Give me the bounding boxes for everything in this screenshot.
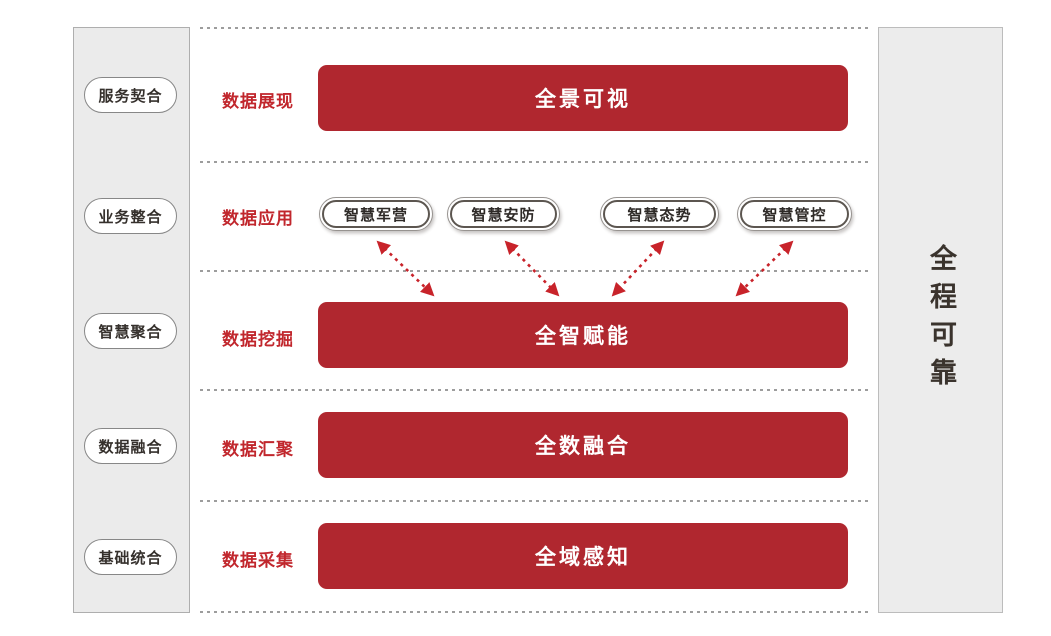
left-sidebar-pill-5: 基础统合 (84, 539, 177, 575)
separator-dotline-3 (200, 270, 868, 272)
left-sidebar-pill-4: 数据融合 (84, 428, 177, 464)
app-pill-smart-security-label: 智慧安防 (450, 200, 557, 228)
bar-full-intelligence-enablement: 全智赋能 (318, 302, 848, 368)
left-sidebar-pill-2: 业务整合 (84, 198, 177, 234)
separator-dotline-5 (200, 500, 868, 502)
app-pill-smart-security: 智慧安防 (447, 197, 560, 231)
arrow-connector-1 (376, 240, 435, 297)
row-label-data-mining: 数据挖掘 (222, 330, 294, 349)
app-pill-smart-barracks-label: 智慧军营 (322, 200, 430, 228)
separator-dotline-2 (200, 161, 868, 163)
row-label-data-collection: 数据采集 (222, 551, 294, 570)
right-sidebar-vertical-title: 全程可靠 (926, 244, 956, 396)
left-sidebar-pill-3: 智慧聚合 (84, 313, 177, 349)
app-pill-smart-control: 智慧管控 (737, 197, 852, 231)
app-pill-smart-situation-label: 智慧态势 (603, 200, 716, 228)
left-sidebar-pill-1: 服务契合 (84, 77, 177, 113)
separator-dotline-1 (200, 27, 868, 29)
right-sidebar: 全程可靠 (878, 27, 1003, 613)
bar-full-data-fusion: 全数融合 (318, 412, 848, 478)
arrow-connector-4 (735, 240, 794, 297)
bar-panoramic-visibility: 全景可视 (318, 65, 848, 131)
row-label-data-application: 数据应用 (222, 209, 294, 228)
bar-full-domain-sensing: 全域感知 (318, 523, 848, 589)
app-pill-smart-barracks: 智慧军营 (319, 197, 433, 231)
arrow-connector-3 (611, 240, 665, 297)
separator-dotline-4 (200, 389, 868, 391)
arrow-connector-2 (504, 240, 560, 297)
app-pill-smart-situation: 智慧态势 (600, 197, 719, 231)
separator-dotline-6 (200, 611, 868, 613)
app-pill-smart-control-label: 智慧管控 (740, 200, 849, 228)
row-label-data-display: 数据展现 (222, 92, 294, 111)
row-label-data-aggregation: 数据汇聚 (222, 440, 294, 459)
